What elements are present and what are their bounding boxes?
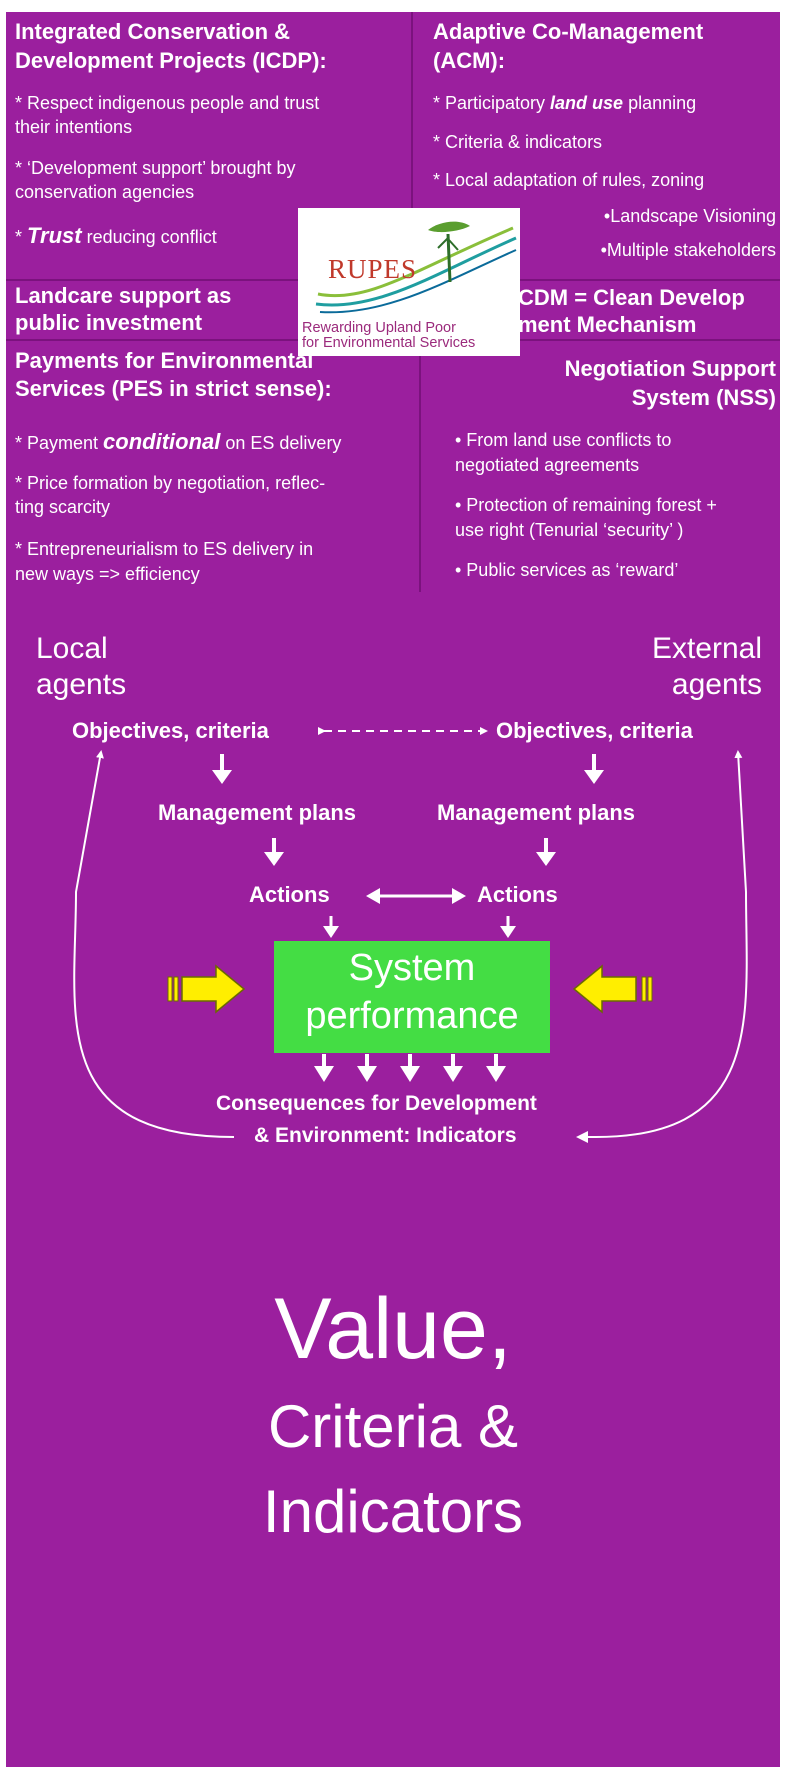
down-arrow-right-1 <box>584 754 604 784</box>
landcare-line1: Landcare support as <box>15 283 232 308</box>
nss-bullet-2a: • Protection of remaining forest + <box>455 495 717 515</box>
pes-bullet-price-b: ting scarcity <box>15 497 111 517</box>
system-label-line1: System <box>348 947 476 989</box>
down-arrow-right-2 <box>536 838 556 866</box>
objectives-right: Objectives, criteria <box>496 718 693 743</box>
icdp-trust-word: Trust <box>27 223 82 248</box>
acm-b1-emph: land use <box>550 93 624 113</box>
acm-bullet-stakeholders: •Multiple stakeholders <box>600 240 776 260</box>
down-arrow-right-3 <box>500 916 516 938</box>
pes-bullet-price-a: * Price formation by negotiation, reflec… <box>15 473 326 493</box>
input-arrow-right <box>572 964 653 1014</box>
input-arrow-left <box>167 964 246 1014</box>
rupes-logo-title: RUPES <box>328 254 418 284</box>
nss-bullet-2b: use right (Tenurial ‘security’ ) <box>455 520 684 540</box>
actions-right: Actions <box>477 882 558 907</box>
acm-bullet-participatory: * Participatory land use planning <box>433 92 696 115</box>
icdp-bullet-2b: conservation agencies <box>15 182 195 202</box>
icdp-bullet-trust: * Trust reducing conflict <box>15 224 217 249</box>
local-agents-line2: agents <box>36 668 127 701</box>
local-agents-line1: Local <box>36 632 108 665</box>
nss-bullet-1a: • From land use conflicts to <box>455 430 672 450</box>
actions-double-arrow <box>366 888 466 904</box>
management-plans-left: Management plans <box>158 800 357 825</box>
closing-indicators: Indicators <box>262 1478 524 1545</box>
icdp-bullet-2a: * ‘Development support’ brought by <box>15 158 296 178</box>
acm-bullet-criteria: * Criteria & indicators <box>433 132 603 152</box>
pes-b1-prefix: * Payment <box>15 433 104 453</box>
down-arrow-left-1 <box>212 754 232 784</box>
icdp-title-line1: Integrated Conservation & <box>15 19 291 44</box>
feedback-loop-right <box>595 750 748 1138</box>
icdp-trust-prefix: * <box>15 227 28 247</box>
actions-left: Actions <box>249 882 330 907</box>
consequences-line1: Consequences for Development <box>216 1092 537 1115</box>
acm-bullet-landscape: •Landscape Visioning <box>603 206 776 226</box>
pes-bullet-entrepreneur-b: new ways => efficiency <box>15 564 200 584</box>
cdm-line1: CDM = Clean Develop <box>518 285 745 310</box>
down-arrow-left-3 <box>323 916 339 938</box>
management-plans-right: Management plans <box>437 800 636 825</box>
framework-panel: Local agents External agents Objectives,… <box>6 592 780 1767</box>
acm-title-line2: (ACM): <box>433 48 506 73</box>
rupes-logo-sub-line1: Rewarding Upland Poor <box>302 320 456 336</box>
nss-bullet-1b: negotiated agreements <box>455 455 640 475</box>
icdp-title-line2: Development Projects (ICDP): <box>15 48 327 73</box>
objectives-left: Objectives, criteria <box>72 718 269 743</box>
nss-bullet-3: • Public services as ‘reward’ <box>455 560 679 580</box>
icdp-bullet-1a: * Respect indigenous people and trust <box>15 93 320 113</box>
external-agents-line1: External <box>651 632 762 665</box>
acm-title-line1: Adaptive Co-Management <box>433 19 704 44</box>
pes-bullet-entrepreneur-a: * Entrepreneurialism to ES delivery in <box>15 539 314 559</box>
pes-title-line1: Payments for Environmental <box>15 348 314 373</box>
flow-connectors <box>73 727 748 1143</box>
pes-title-line2: Services (PES in strict sense): <box>15 376 332 401</box>
pes-b1-rest: on ES delivery <box>220 433 342 453</box>
approaches-panel: Integrated Conservation & Development Pr… <box>6 12 780 592</box>
system-label-line2: performance <box>305 995 519 1037</box>
closing-criteria: Criteria & <box>267 1393 519 1460</box>
rupes-logo-graphic <box>315 221 517 314</box>
icdp-bullet-1b: their intentions <box>15 117 133 137</box>
vertical-divider-top <box>411 12 413 279</box>
pes-bullet-conditional: * Payment conditional on ES delivery <box>15 430 341 455</box>
consequences-line2: & Environment: Indicators <box>254 1124 517 1147</box>
nss-title-line1: Negotiation Support <box>564 356 776 381</box>
nss-title-line2: System (NSS) <box>631 385 776 410</box>
landcare-line2: public investment <box>15 310 203 335</box>
rupes-logo: RUPES Rewarding Upland Poor for Environm… <box>298 208 520 356</box>
icdp-trust-rest: reducing conflict <box>81 227 217 247</box>
rupes-logo-sub-line2: for Environmental Services <box>302 335 476 351</box>
vertical-divider-bottom <box>419 341 421 592</box>
acm-b1-prefix: * Participatory <box>433 93 551 113</box>
acm-bullet-adaptation: * Local adaptation of rules, zoning <box>433 170 705 190</box>
output-arrows <box>314 1054 506 1082</box>
closing-value: Value, <box>274 1281 512 1377</box>
system-performance-box: System performance <box>274 941 550 1053</box>
acm-b1-rest: planning <box>623 93 697 113</box>
pes-b1-emph: conditional <box>103 429 221 454</box>
external-agents-line2: agents <box>671 668 762 701</box>
feedback-loop-left <box>73 750 235 1138</box>
cdm-line2: ment Mechanism <box>518 312 697 337</box>
down-arrow-left-2 <box>264 838 284 866</box>
